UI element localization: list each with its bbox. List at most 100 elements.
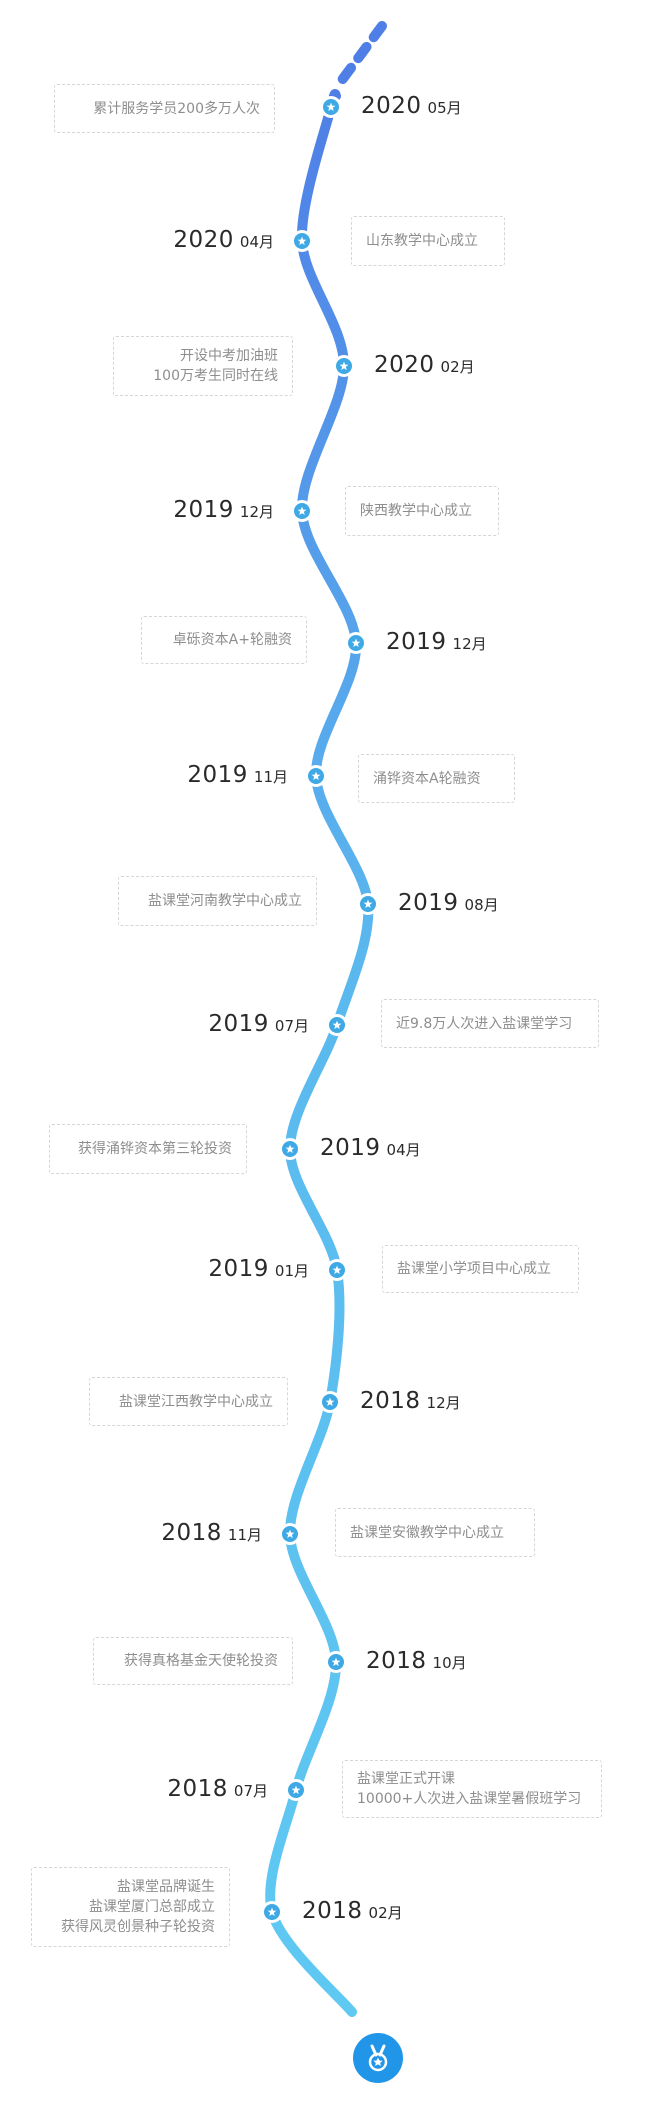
timeline-node	[291, 500, 313, 522]
event-description-line: 盐课堂品牌诞生	[117, 1879, 215, 1895]
timeline-node	[326, 1259, 348, 1281]
event-description-line: 陕西教学中心成立	[360, 503, 472, 519]
event-description-line: 盐课堂正式开课	[357, 1771, 455, 1787]
event-date: 2019 01月	[208, 1258, 309, 1281]
event-year: 2019	[208, 1011, 269, 1037]
event-description: 涌铧资本A轮融资	[358, 754, 515, 803]
event-description: 盐课堂江西教学中心成立	[89, 1377, 288, 1426]
event-year: 2020	[361, 93, 422, 119]
event-description: 盐课堂河南教学中心成立	[118, 876, 317, 926]
timeline-node	[261, 1901, 283, 1923]
timeline-node	[357, 893, 379, 915]
event-description: 近9.8万人次进入盐课堂学习	[381, 999, 599, 1048]
star-icon	[336, 358, 352, 374]
star-icon	[328, 1654, 344, 1670]
event-description: 陕西教学中心成立	[345, 486, 499, 536]
event-year: 2018	[302, 1898, 363, 1924]
event-description: 山东教学中心成立	[351, 216, 505, 266]
event-month: 12月	[452, 635, 487, 653]
event-description: 卓砾资本A+轮融资	[141, 616, 307, 664]
event-year: 2020	[173, 227, 234, 253]
event-month: 04月	[239, 233, 274, 251]
timeline-node	[291, 230, 313, 252]
event-month: 12月	[426, 1394, 461, 1412]
event-year: 2019	[320, 1135, 381, 1161]
star-icon	[294, 503, 310, 519]
event-month: 11月	[253, 768, 288, 786]
event-month: 11月	[227, 1526, 262, 1544]
event-description-line: 10000+人次进入盐课堂暑假班学习	[357, 1791, 582, 1807]
event-year: 2019	[208, 1256, 269, 1282]
event-description-line: 涌铧资本A轮融资	[373, 770, 481, 787]
timeline-node	[320, 96, 342, 118]
star-icon	[329, 1262, 345, 1278]
event-description: 盐课堂小学项目中心成立	[382, 1245, 579, 1293]
star-icon	[294, 233, 310, 249]
event-year: 2019	[398, 890, 459, 916]
event-description: 获得真格基金天使轮投资	[93, 1637, 293, 1685]
event-month: 04月	[386, 1141, 421, 1159]
event-date: 2018 12月	[360, 1390, 461, 1413]
event-description-line: 盐课堂小学项目中心成立	[397, 1261, 551, 1277]
event-description-line: 获得涌铧资本第三轮投资	[78, 1141, 232, 1157]
timeline-node	[345, 632, 367, 654]
event-month: 07月	[274, 1017, 309, 1035]
timeline-node	[305, 765, 327, 787]
event-description-line: 盐课堂安徽教学中心成立	[350, 1524, 504, 1541]
event-year: 2019	[187, 762, 248, 788]
event-month: 12月	[239, 503, 274, 521]
timeline-node	[285, 1779, 307, 1801]
star-icon	[282, 1526, 298, 1542]
event-date: 2020 05月	[361, 95, 462, 118]
star-icon	[282, 1141, 298, 1157]
star-icon	[322, 1394, 338, 1410]
star-icon	[329, 1017, 345, 1033]
event-description-line: 获得真格基金天使轮投资	[124, 1653, 278, 1669]
timeline-node	[325, 1651, 347, 1673]
event-description-line: 盐课堂河南教学中心成立	[148, 893, 302, 909]
event-description: 盐课堂安徽教学中心成立	[335, 1508, 535, 1557]
timeline-node	[279, 1138, 301, 1160]
timeline-dashed-top	[337, 21, 387, 85]
event-year: 2018	[360, 1388, 421, 1414]
event-description-line: 盐课堂厦门总部成立	[89, 1899, 215, 1915]
timeline-node	[326, 1014, 348, 1036]
star-icon	[288, 1782, 304, 1798]
star-icon	[360, 896, 376, 912]
event-date: 2019 11月	[187, 764, 288, 787]
medal-icon	[353, 2033, 403, 2083]
event-description-line: 盐课堂江西教学中心成立	[119, 1393, 273, 1410]
event-month: 08月	[464, 896, 499, 914]
event-date: 2019 08月	[398, 892, 499, 915]
event-year: 2018	[366, 1648, 427, 1674]
event-description-line: 卓砾资本A+轮融资	[172, 632, 292, 648]
event-description-line: 100万考生同时在线	[153, 368, 278, 384]
event-description: 盐课堂品牌诞生盐课堂厦门总部成立获得风灵创景种子轮投资	[31, 1867, 230, 1947]
event-year: 2018	[161, 1520, 222, 1546]
star-icon	[264, 1904, 280, 1920]
event-description: 累计服务学员200多万人次	[54, 84, 275, 133]
event-year: 2019	[173, 497, 234, 523]
event-date: 2018 11月	[161, 1522, 262, 1545]
event-date: 2018 10月	[366, 1650, 467, 1673]
event-month: 05月	[427, 99, 462, 117]
event-description: 获得涌铧资本第三轮投资	[49, 1124, 247, 1174]
event-month: 01月	[274, 1262, 309, 1280]
event-description-line: 累计服务学员200多万人次	[93, 100, 260, 117]
timeline-node	[319, 1391, 341, 1413]
event-date: 2019 07月	[208, 1013, 309, 1036]
event-description-line: 山东教学中心成立	[366, 233, 478, 249]
event-month: 10月	[432, 1654, 467, 1672]
timeline-node	[333, 355, 355, 377]
star-icon	[308, 768, 324, 784]
event-date: 2020 04月	[173, 229, 274, 252]
event-year: 2018	[167, 1776, 228, 1802]
timeline-node	[279, 1523, 301, 1545]
event-date: 2019 12月	[173, 499, 274, 522]
event-description-line: 获得风灵创景种子轮投资	[61, 1919, 215, 1935]
